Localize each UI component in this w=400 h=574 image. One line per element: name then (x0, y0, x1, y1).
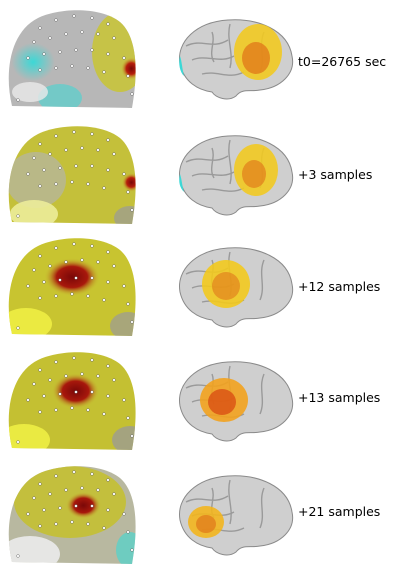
scalp-map-3 (8, 238, 136, 336)
scalp-map-1 (8, 10, 136, 108)
result-row-1: t0=26765 sec (0, 2, 400, 114)
cortex-map-3 (179, 247, 294, 328)
cortex-map-4 (179, 361, 294, 442)
cortex-map-1 (179, 19, 294, 100)
scalp-map-4 (8, 352, 136, 450)
time-label-1: t0=26765 sec (298, 54, 387, 69)
scalp-map-5 (8, 466, 136, 564)
result-row-4: +13 samples (0, 344, 400, 456)
time-label-4: +13 samples (298, 390, 381, 405)
cortex-map-2 (179, 135, 294, 216)
result-row-5: +21 samples (0, 458, 400, 570)
time-label-5: +21 samples (298, 504, 381, 519)
scalp-map-2 (8, 126, 136, 224)
time-label-2: +3 samples (298, 167, 373, 182)
cortex-map-5 (179, 475, 294, 556)
result-row-3: +12 samples (0, 230, 400, 342)
time-label-3: +12 samples (298, 279, 381, 294)
result-row-2: +3 samples (0, 118, 400, 230)
